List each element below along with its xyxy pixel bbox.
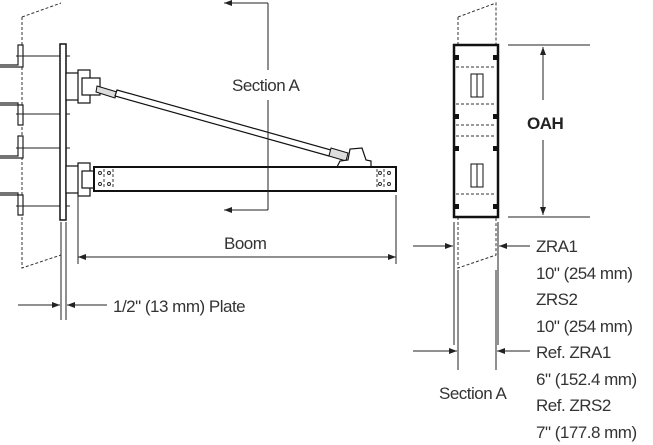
plate-label: 1/2" (13 mm) Plate <box>113 297 245 316</box>
lower-clevis <box>65 162 97 197</box>
section-view-label: Section A <box>439 384 507 403</box>
boom-arm <box>93 166 397 192</box>
ref-spec-line: 6" (152.4 mm) <box>536 370 637 389</box>
upper-clevis <box>65 69 101 104</box>
plate-dimension <box>18 222 107 320</box>
section-slots <box>470 73 484 188</box>
boom-dimension <box>77 195 397 264</box>
section-internal-lines <box>456 66 496 195</box>
wall-outline <box>21 2 62 269</box>
section-corner-blocks <box>455 55 497 209</box>
section-wall-outline <box>457 2 497 269</box>
boom-label: Boom <box>224 234 267 253</box>
side-view: Section A Boom 1/2" (13 mm) Plate <box>0 0 397 320</box>
boom-bolts <box>98 169 391 189</box>
width-spec: ZRA1 10" (254 mm) ZRS2 10" (254 mm) <box>536 237 637 336</box>
section-a-label: Section A <box>232 76 300 95</box>
ref-spec-line: 7" (177.8 mm) <box>536 423 637 442</box>
width-dimensions <box>413 222 530 370</box>
mounting-plate <box>59 43 67 221</box>
width-spec-line: ZRS2 <box>536 290 578 309</box>
angle-brackets <box>0 44 24 216</box>
width-spec-line: ZRA1 <box>536 237 578 256</box>
oah-dimension <box>508 44 590 218</box>
width-spec-line: 10" (254 mm) <box>536 264 632 283</box>
ref-spec-line: Ref. ZRS2 <box>536 396 611 415</box>
oah-label: OAH <box>527 114 564 133</box>
width-spec-line: 10" (254 mm) <box>536 317 632 336</box>
ref-spec-line: Ref. ZRA1 <box>536 343 611 362</box>
tie-rod <box>95 85 372 168</box>
ref-spec: Ref. ZRA1 6" (152.4 mm) Ref. ZRS2 7" (17… <box>536 343 641 442</box>
section-boom-outline <box>452 43 500 219</box>
section-cut-line <box>224 0 269 213</box>
section-view: OAH ZRA1 10" (254 mm) ZRS2 10" (254 mm) … <box>413 2 641 442</box>
